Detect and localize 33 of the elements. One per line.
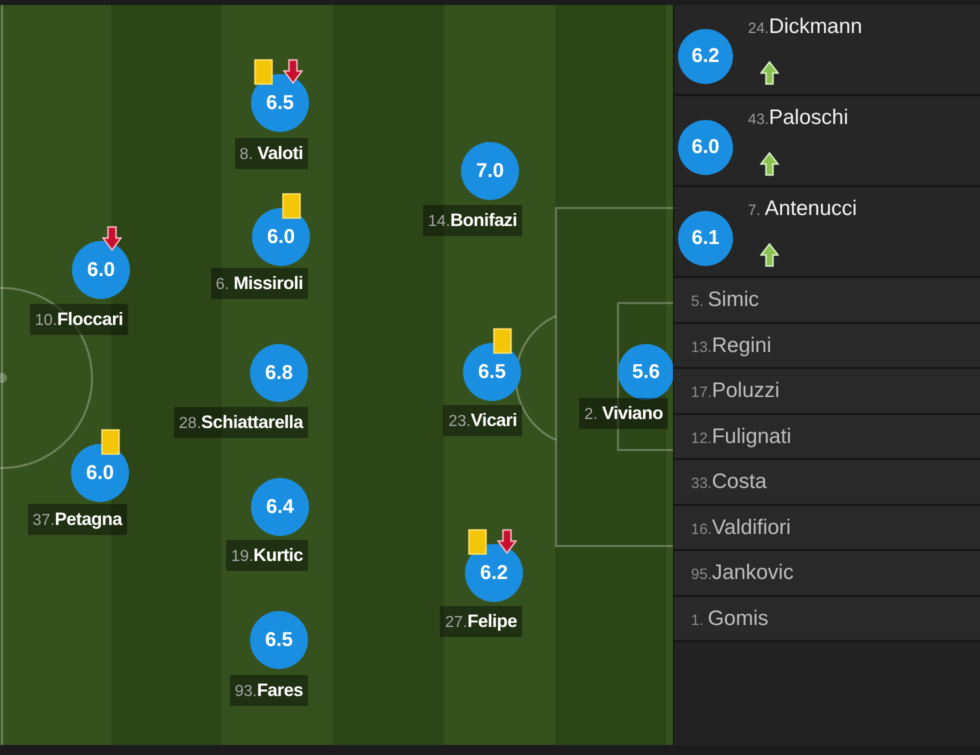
player-name: 33.Costa (691, 470, 767, 494)
bench-row (674, 460, 980, 506)
player-name: 5. Simic (691, 288, 760, 312)
player-name: 13.Regini (691, 334, 772, 358)
bench-row (674, 506, 980, 551)
player-name: 12.Fulignati (691, 424, 792, 448)
player-name: 24.Dickmann (748, 15, 862, 39)
player-name: 23.Vicari (443, 405, 522, 436)
bench-row (674, 369, 980, 414)
player-name: 28.Schiattarella (174, 407, 308, 438)
player-name: 27.Felipe (440, 606, 522, 637)
player-name: 37.Petagna (28, 504, 127, 535)
bench-row (674, 596, 980, 642)
player-name: 7. Antenucci (748, 197, 857, 221)
bench-row (674, 324, 980, 369)
rating-badge: 6.2 (678, 29, 733, 84)
player-name: 43.Paloschi (748, 106, 848, 130)
rating-badge: 6.0 (678, 120, 733, 175)
bench-row (674, 551, 980, 596)
player-name: 2. Viviano (579, 398, 668, 429)
player-name: 10.Floccari (30, 304, 128, 335)
bench-row (674, 278, 980, 324)
player-name: 95.Jankovic (691, 561, 794, 585)
player-name: 19.Kurtic (226, 540, 308, 571)
player-name: 8. Valoti (234, 138, 308, 169)
player-name: 93.Fares (230, 675, 308, 706)
player-name: 6. Missiroli (210, 268, 308, 299)
player-name: 1. Gomis (691, 606, 768, 630)
player-name: 17.Poluzzi (691, 379, 780, 403)
bench-row (674, 414, 980, 460)
player-name: 14.Bonifazi (422, 205, 522, 236)
player-name: 16.Valdifiori (691, 516, 791, 540)
rating-badge: 6.1 (678, 211, 733, 266)
